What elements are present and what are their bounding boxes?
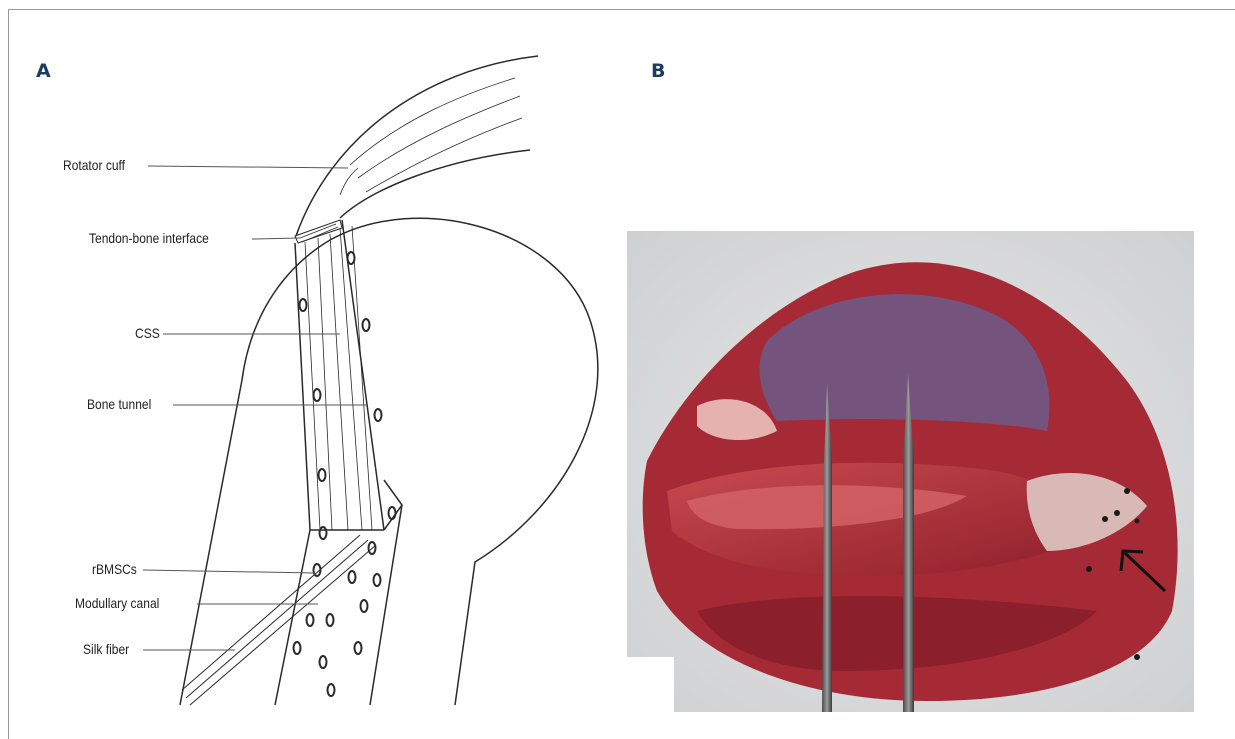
cell-marker: [375, 409, 382, 421]
label-rotator-cuff: Rotator cuff: [63, 157, 125, 173]
cell-marker: [348, 252, 355, 264]
cell-marker: [389, 507, 396, 519]
leader-rotator-cuff: [148, 166, 348, 168]
humeral-head: [242, 218, 598, 705]
cell-marker: [349, 571, 356, 583]
rotator-cuff-tendon-lower: [340, 150, 530, 218]
label-silk-fiber: Silk fiber: [83, 641, 129, 657]
humerus-shaft: [180, 380, 242, 705]
cell-marker: [361, 600, 368, 612]
surgical-photo-illustration: [627, 231, 1194, 712]
label-css: CSS: [135, 325, 160, 341]
surgical-photo: [627, 231, 1194, 712]
label-tendon-bone-interface: Tendon-bone interface: [89, 230, 209, 246]
cell-marker: [314, 389, 321, 401]
cell-marker: [327, 614, 334, 626]
bone-tunnel-left: [295, 243, 310, 530]
label-rbmscs: rBMSCs: [92, 561, 137, 577]
cell-marker: [300, 299, 307, 311]
cell-marker: [320, 656, 327, 668]
photo-notch: [627, 657, 674, 713]
cell-marker: [307, 614, 314, 626]
cell-marker: [294, 642, 301, 654]
medullary-left: [275, 530, 310, 705]
leader-tendon-bone: [252, 238, 300, 239]
leader-rbmscs: [143, 570, 315, 573]
cell-marker: [319, 469, 326, 481]
cell-marker: [363, 319, 370, 331]
label-bone-tunnel: Bone tunnel: [87, 396, 151, 412]
cell-marker: [374, 574, 381, 586]
cell-marker: [328, 684, 335, 696]
cell-marker: [320, 527, 327, 539]
label-modullary-canal: Modullary canal: [75, 595, 159, 611]
bone-tunnel-right: [342, 220, 384, 530]
rotator-cuff-tendon: [296, 56, 538, 236]
cell-marker: [355, 642, 362, 654]
